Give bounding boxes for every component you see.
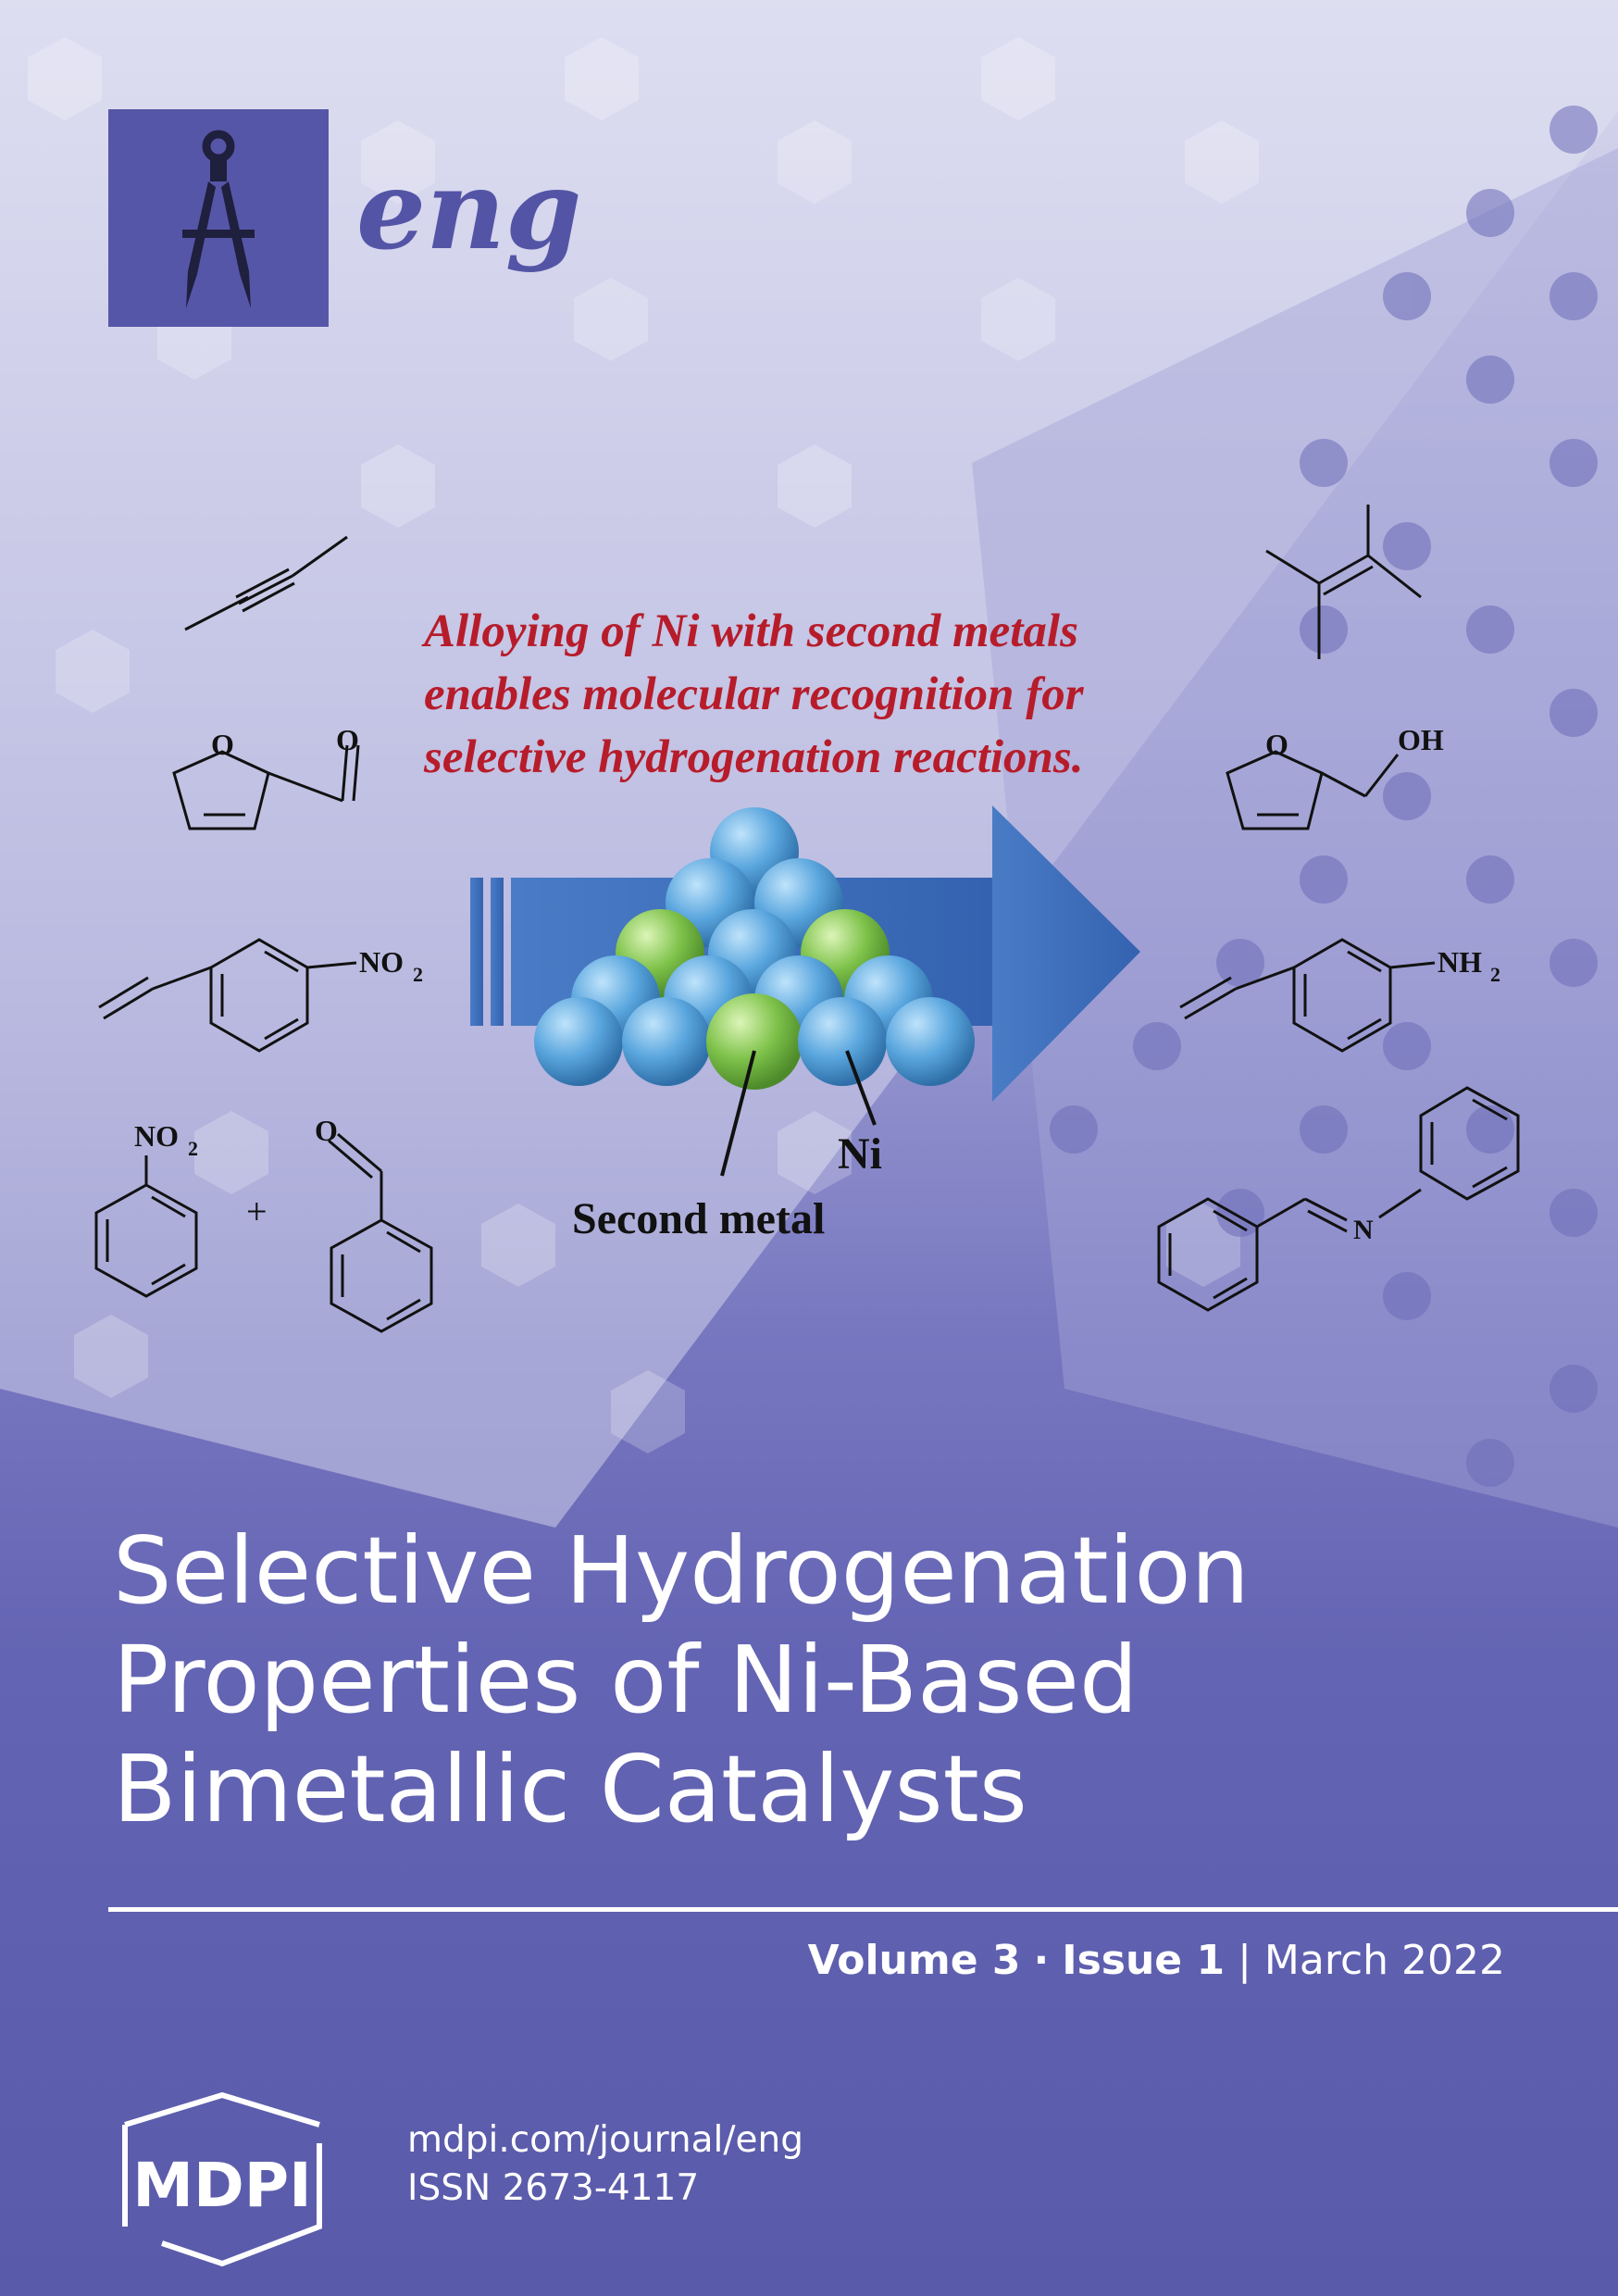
reactant-molecules	[94, 535, 433, 1333]
separator-pipe: |	[1238, 1937, 1251, 1984]
mdpi-logo: MDPI	[122, 2091, 322, 2267]
issue-number: Issue 1	[1062, 1937, 1226, 1984]
issue-date: March 2022	[1263, 1937, 1505, 1984]
journal-logo	[108, 109, 329, 327]
title-line: Selective Hydrogenation	[113, 1516, 1250, 1625]
atom-label: NO	[134, 1119, 179, 1153]
label-pointers	[720, 1050, 877, 1177]
nanoparticle-cluster	[534, 807, 975, 1090]
issn: ISSN 2673-4117	[407, 2167, 700, 2209]
issue-info: Volume 3 · Issue 1 | March 2022	[808, 1937, 1505, 1984]
separator-dot: ·	[1033, 1937, 1050, 1984]
atom-label: O	[211, 728, 234, 761]
footer-info: mdpi.com/journal/eng ISSN 2673-4117	[407, 2116, 803, 2213]
title-line: Bimetallic Catalysts	[113, 1735, 1027, 1843]
divider	[108, 1907, 1618, 1912]
light-sheet	[0, 0, 1618, 1528]
journal-name: eng	[356, 145, 582, 274]
atom-label: 2	[413, 963, 423, 986]
second-metal-label: Second metal	[572, 1194, 825, 1243]
plus-sign: +	[246, 1191, 268, 1232]
product-molecules	[1157, 505, 1520, 1312]
atom-label: N	[1353, 1215, 1374, 1245]
mid-sheet	[972, 148, 1618, 1528]
atom-label: O	[336, 723, 359, 756]
graphical-abstract-caption: Alloying of Ni with second metals enable…	[424, 600, 1220, 789]
volume-number: Volume 3	[807, 1937, 1021, 1984]
atom-labels: O O O OH NO 2 NH 2 NO 2 O N	[134, 723, 1500, 1245]
dot-pattern	[1050, 106, 1598, 1487]
ni-label: Ni	[838, 1129, 882, 1179]
caption-line: selective hydrogenation reactions.	[424, 731, 1084, 783]
atom-label: 2	[1490, 963, 1500, 986]
atom-label: 2	[188, 1137, 198, 1160]
caption-line: enables molecular recognition for	[424, 668, 1084, 720]
atom-label: O	[315, 1114, 338, 1147]
compass-icon	[182, 130, 255, 308]
article-title: Selective Hydrogenation Properties of Ni…	[113, 1516, 1557, 1844]
atom-label: O	[1265, 728, 1288, 761]
atom-label: NO	[359, 945, 404, 979]
atom-label: NH	[1438, 945, 1482, 979]
atom-label: OH	[1398, 723, 1444, 756]
caption-line: Alloying of Ni with second metals	[424, 605, 1078, 657]
title-line: Properties of Ni-Based	[113, 1626, 1139, 1734]
mdpi-wordmark: MDPI	[132, 2150, 311, 2221]
journal-url[interactable]: mdpi.com/journal/eng	[407, 2119, 803, 2161]
